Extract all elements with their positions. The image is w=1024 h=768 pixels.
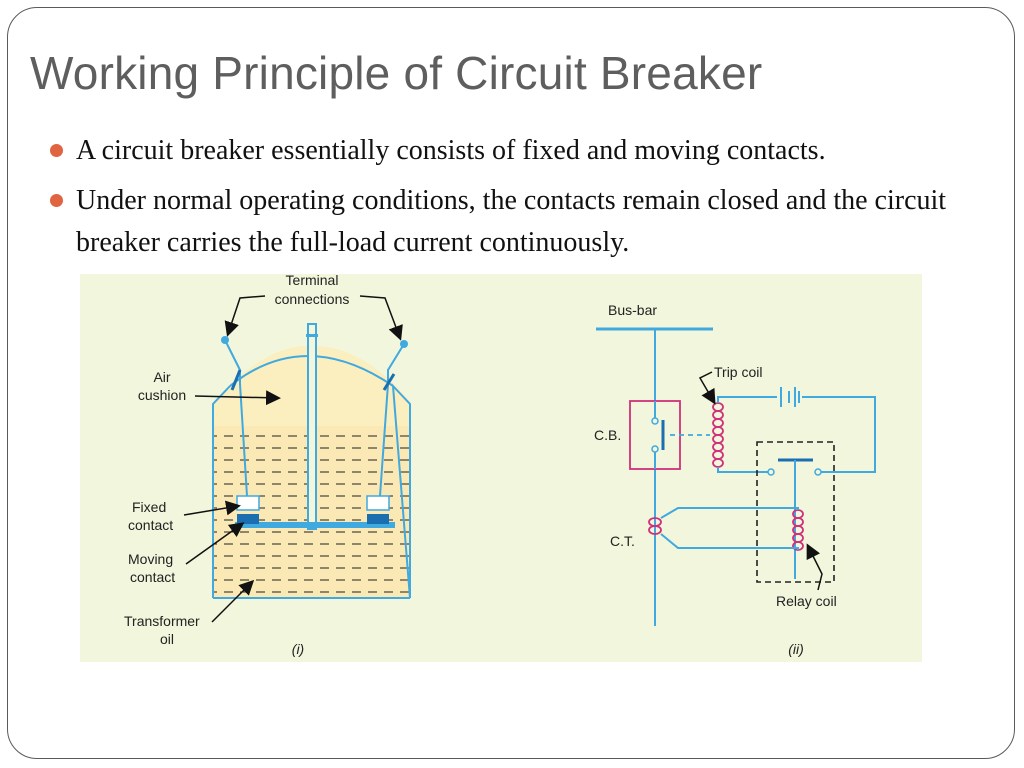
bullet-dot-icon: [50, 144, 63, 157]
trip-circuit-diagram: Bus-bar C.B. Trip coil: [594, 302, 876, 657]
air-cushion-label-1: Air: [153, 369, 170, 385]
ct-label: C.T.: [610, 533, 635, 549]
slide-title: Working Principle of Circuit Breaker: [30, 47, 763, 99]
operating-rod: [307, 323, 317, 530]
bullet-text: Under normal operating conditions, the c…: [76, 185, 947, 258]
relay-box: [756, 441, 835, 583]
moving-contact-bar: [235, 522, 395, 528]
circuit-breaker-figure: Terminal connections Air cushion Fixed c…: [80, 274, 922, 662]
transformer-oil-label-2: oil: [160, 631, 174, 647]
busbar-label: Bus-bar: [608, 302, 657, 318]
fixed-contact-left: [236, 495, 260, 511]
bullet-item: Under normal operating conditions, the c…: [48, 180, 988, 264]
relay-coil-label: Relay coil: [776, 593, 837, 609]
terminal-left: [221, 336, 229, 344]
figure-svg: Terminal connections Air cushion Fixed c…: [124, 274, 876, 657]
moving-contact-label-2: contact: [130, 569, 175, 585]
bullet-list: A circuit breaker essentially consists o…: [48, 130, 988, 272]
fixed-contact-right: [366, 495, 390, 511]
figure-ii-caption: (ii): [788, 641, 804, 657]
tank-outline: [212, 383, 411, 599]
cb-label: C.B.: [594, 427, 621, 443]
oil-breaker-diagram: Terminal connections Air cushion Fixed c…: [124, 274, 411, 657]
terminal-right: [400, 340, 408, 348]
bullet-dot-icon: [50, 194, 63, 207]
bullet-item: A circuit breaker essentially consists o…: [48, 130, 988, 172]
figure-i-caption: (i): [292, 641, 304, 657]
terminal-label-1: Terminal: [286, 274, 339, 288]
moving-contact-label-1: Moving: [128, 551, 173, 567]
trip-coil-label: Trip coil: [714, 364, 763, 380]
bullet-text: A circuit breaker essentially consists o…: [76, 135, 826, 166]
current-transformer: [648, 517, 662, 535]
terminal-label-2: connections: [275, 291, 350, 307]
fixed-contact-label-1: Fixed: [132, 499, 166, 515]
air-cushion-label-2: cushion: [138, 387, 186, 403]
fixed-contact-label-2: contact: [128, 517, 173, 533]
transformer-oil-label-1: Transformer: [124, 613, 200, 629]
trip-coil: [712, 402, 724, 468]
